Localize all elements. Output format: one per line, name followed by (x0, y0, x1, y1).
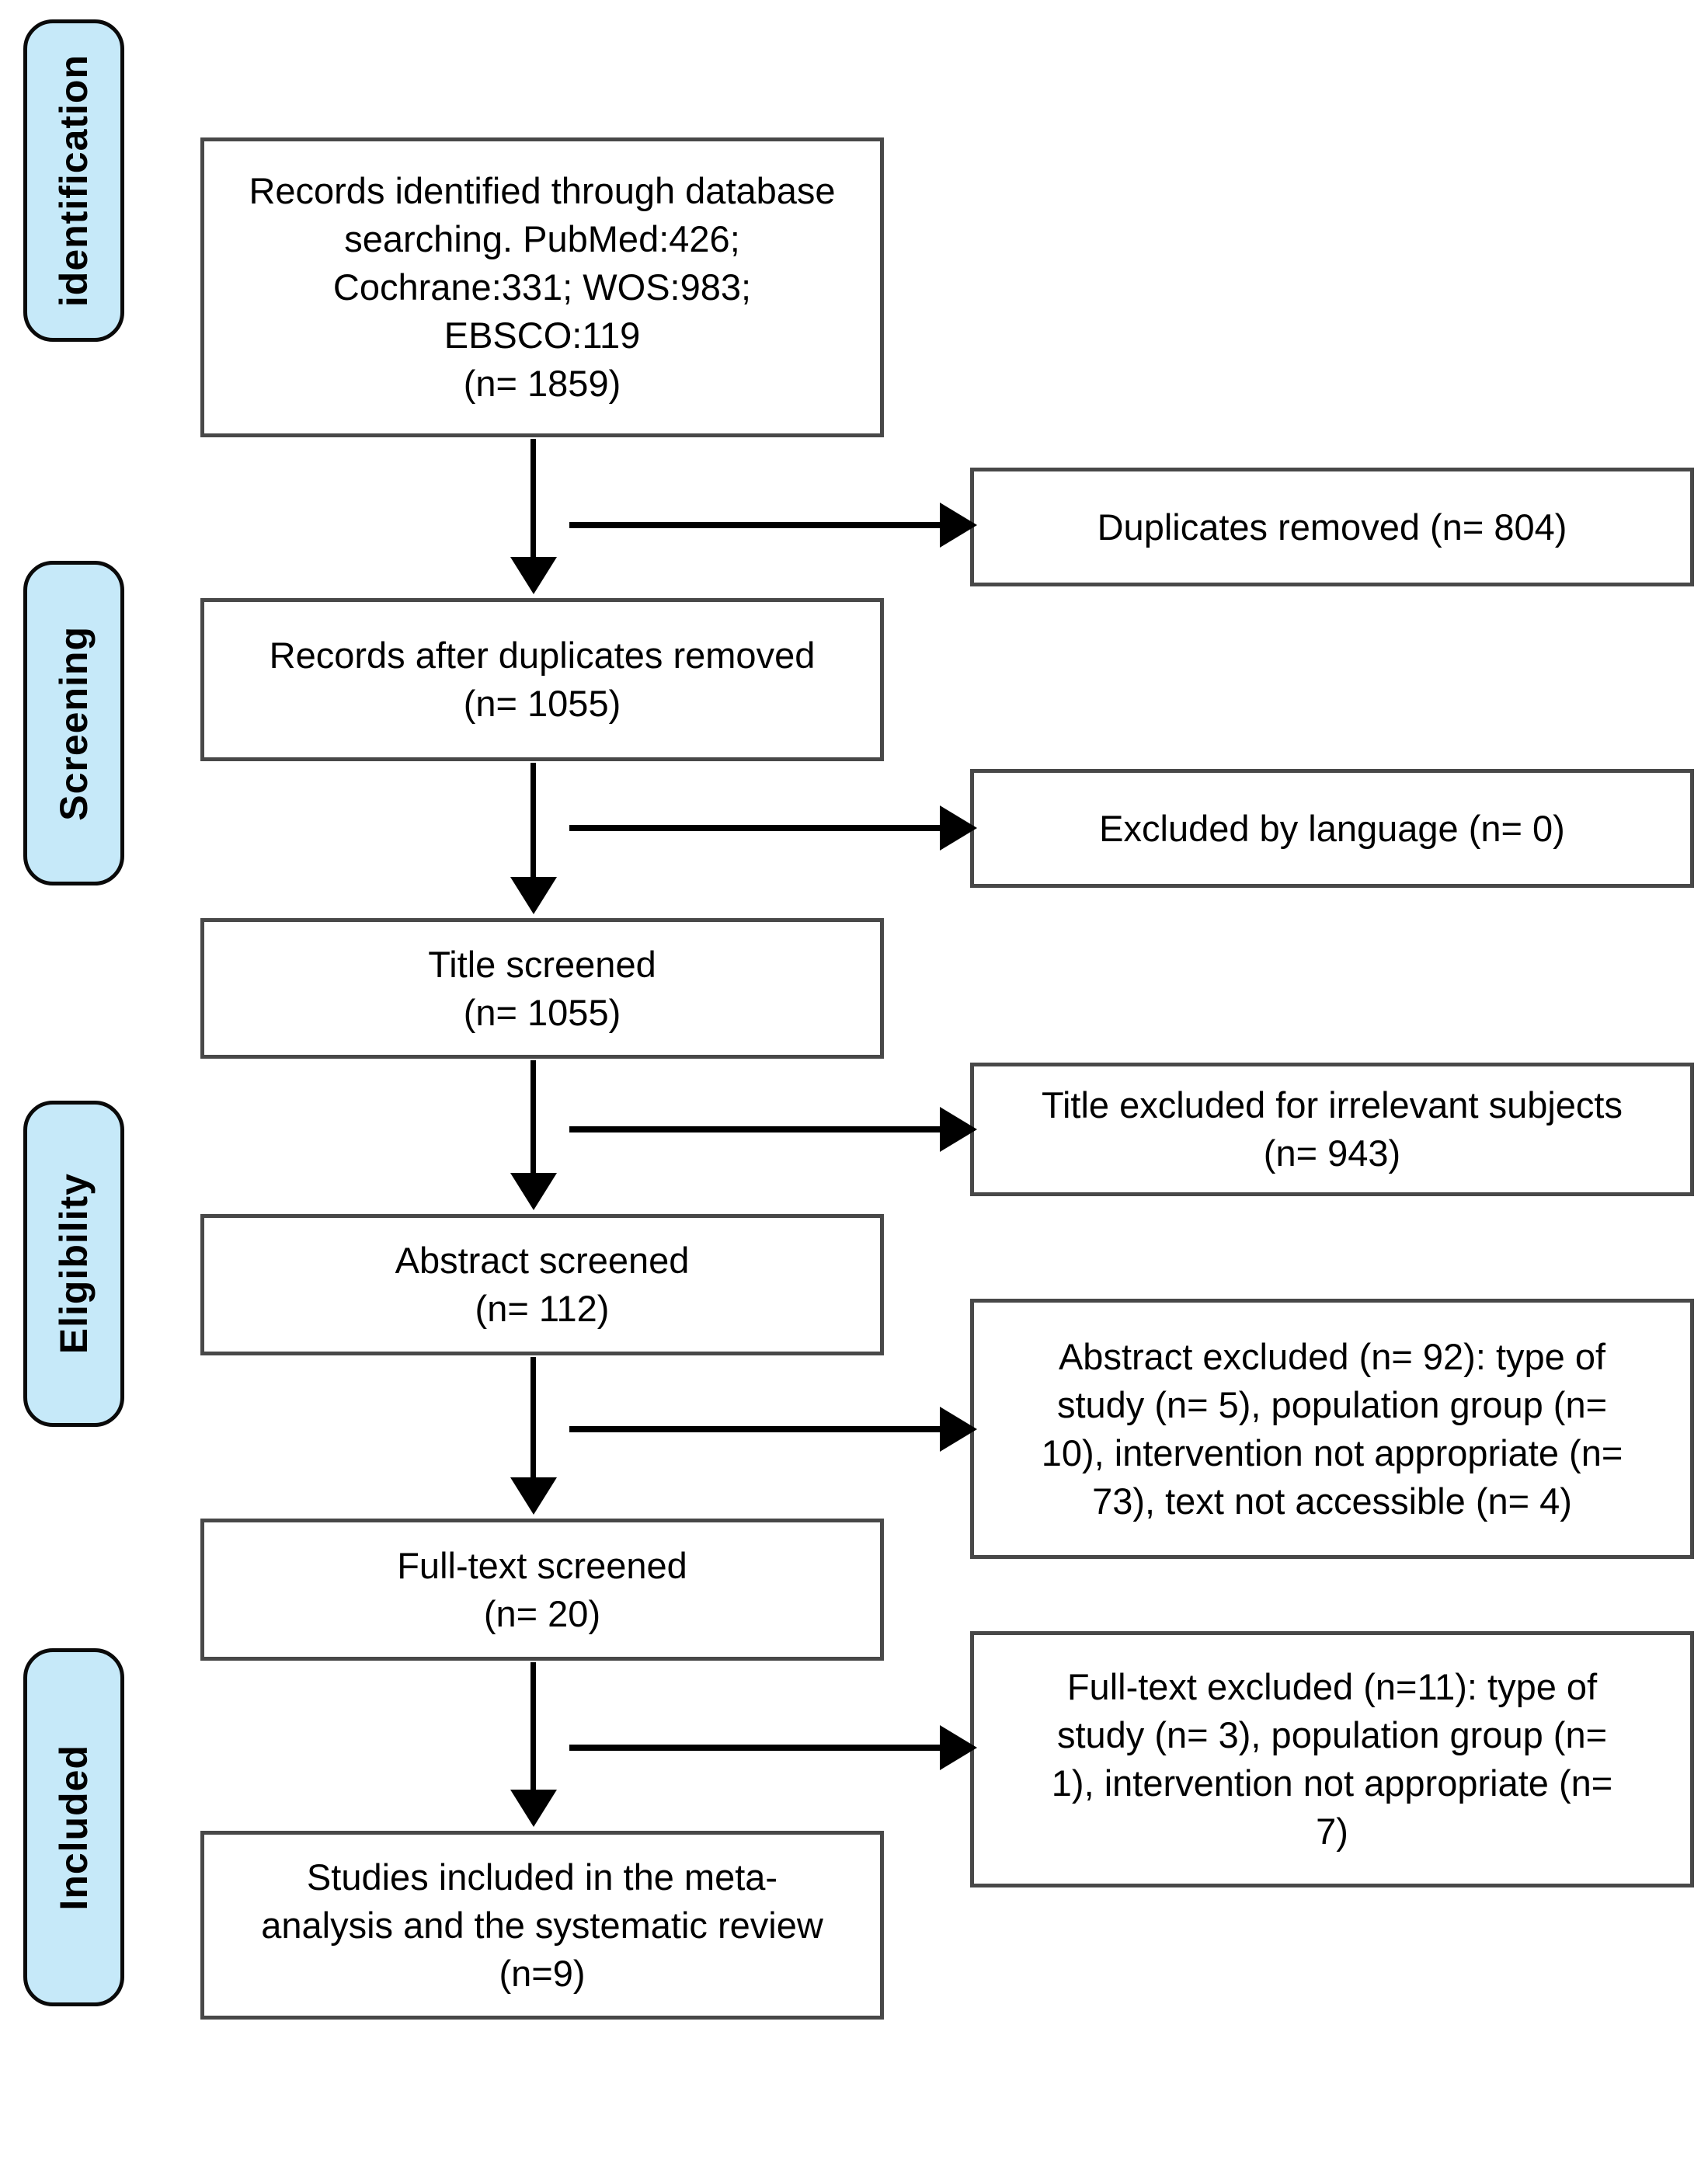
arrow-down-3-head-icon (510, 1173, 557, 1210)
arrow-down-5-head-icon (510, 1790, 557, 1827)
box-duplicates-removed: Duplicates removed (n= 804) (970, 468, 1694, 586)
arrow-right-duplicates-head-icon (940, 503, 977, 548)
arrow-right-language-line (569, 825, 940, 831)
box-abstract-screened: Abstract screened (n= 112) (200, 1214, 884, 1355)
stage-eligibility: Eligibility (23, 1101, 124, 1427)
box-title-excluded: Title excluded for irrelevant subjects (… (970, 1063, 1694, 1196)
box-full-text-screened: Full-text screened (n= 20) (200, 1519, 884, 1661)
arrow-down-2-head-icon (510, 877, 557, 914)
stage-included: Included (23, 1648, 124, 2006)
stage-eligibility-label: Eligibility (52, 1173, 96, 1355)
box-records-after-duplicates: Records after duplicates removed (n= 105… (200, 598, 884, 761)
arrow-down-5-line (530, 1662, 536, 1790)
arrow-down-3-line (530, 1060, 536, 1173)
box-title-screened: Title screened (n= 1055) (200, 918, 884, 1059)
arrow-right-full-text-excluded-line (569, 1745, 940, 1751)
arrow-right-language-head-icon (940, 805, 977, 851)
stage-identification: identification (23, 19, 124, 342)
stage-included-label: Included (52, 1744, 96, 1911)
stage-screening-label: Screening (52, 625, 96, 821)
stage-screening: Screening (23, 561, 124, 885)
arrow-right-abstract-excluded-head-icon (940, 1407, 977, 1452)
box-excluded-by-language: Excluded by language (n= 0) (970, 769, 1694, 888)
arrow-down-4-head-icon (510, 1477, 557, 1515)
arrow-right-title-excluded-line (569, 1126, 940, 1132)
arrow-down-4-line (530, 1357, 536, 1477)
box-records-identified: Records identified through database sear… (200, 137, 884, 437)
arrow-right-duplicates-line (569, 522, 940, 528)
arrow-right-title-excluded-head-icon (940, 1107, 977, 1152)
box-abstract-excluded: Abstract excluded (n= 92): type of study… (970, 1299, 1694, 1559)
stage-identification-label: identification (52, 54, 96, 308)
box-full-text-excluded: Full-text excluded (n=11): type of study… (970, 1631, 1694, 1887)
arrow-down-1-line (530, 439, 536, 557)
arrow-right-full-text-excluded-head-icon (940, 1725, 977, 1770)
arrow-right-abstract-excluded-line (569, 1426, 940, 1432)
arrow-down-1-head-icon (510, 557, 557, 594)
arrow-down-2-line (530, 763, 536, 877)
box-studies-included: Studies included in the meta- analysis a… (200, 1831, 884, 2020)
